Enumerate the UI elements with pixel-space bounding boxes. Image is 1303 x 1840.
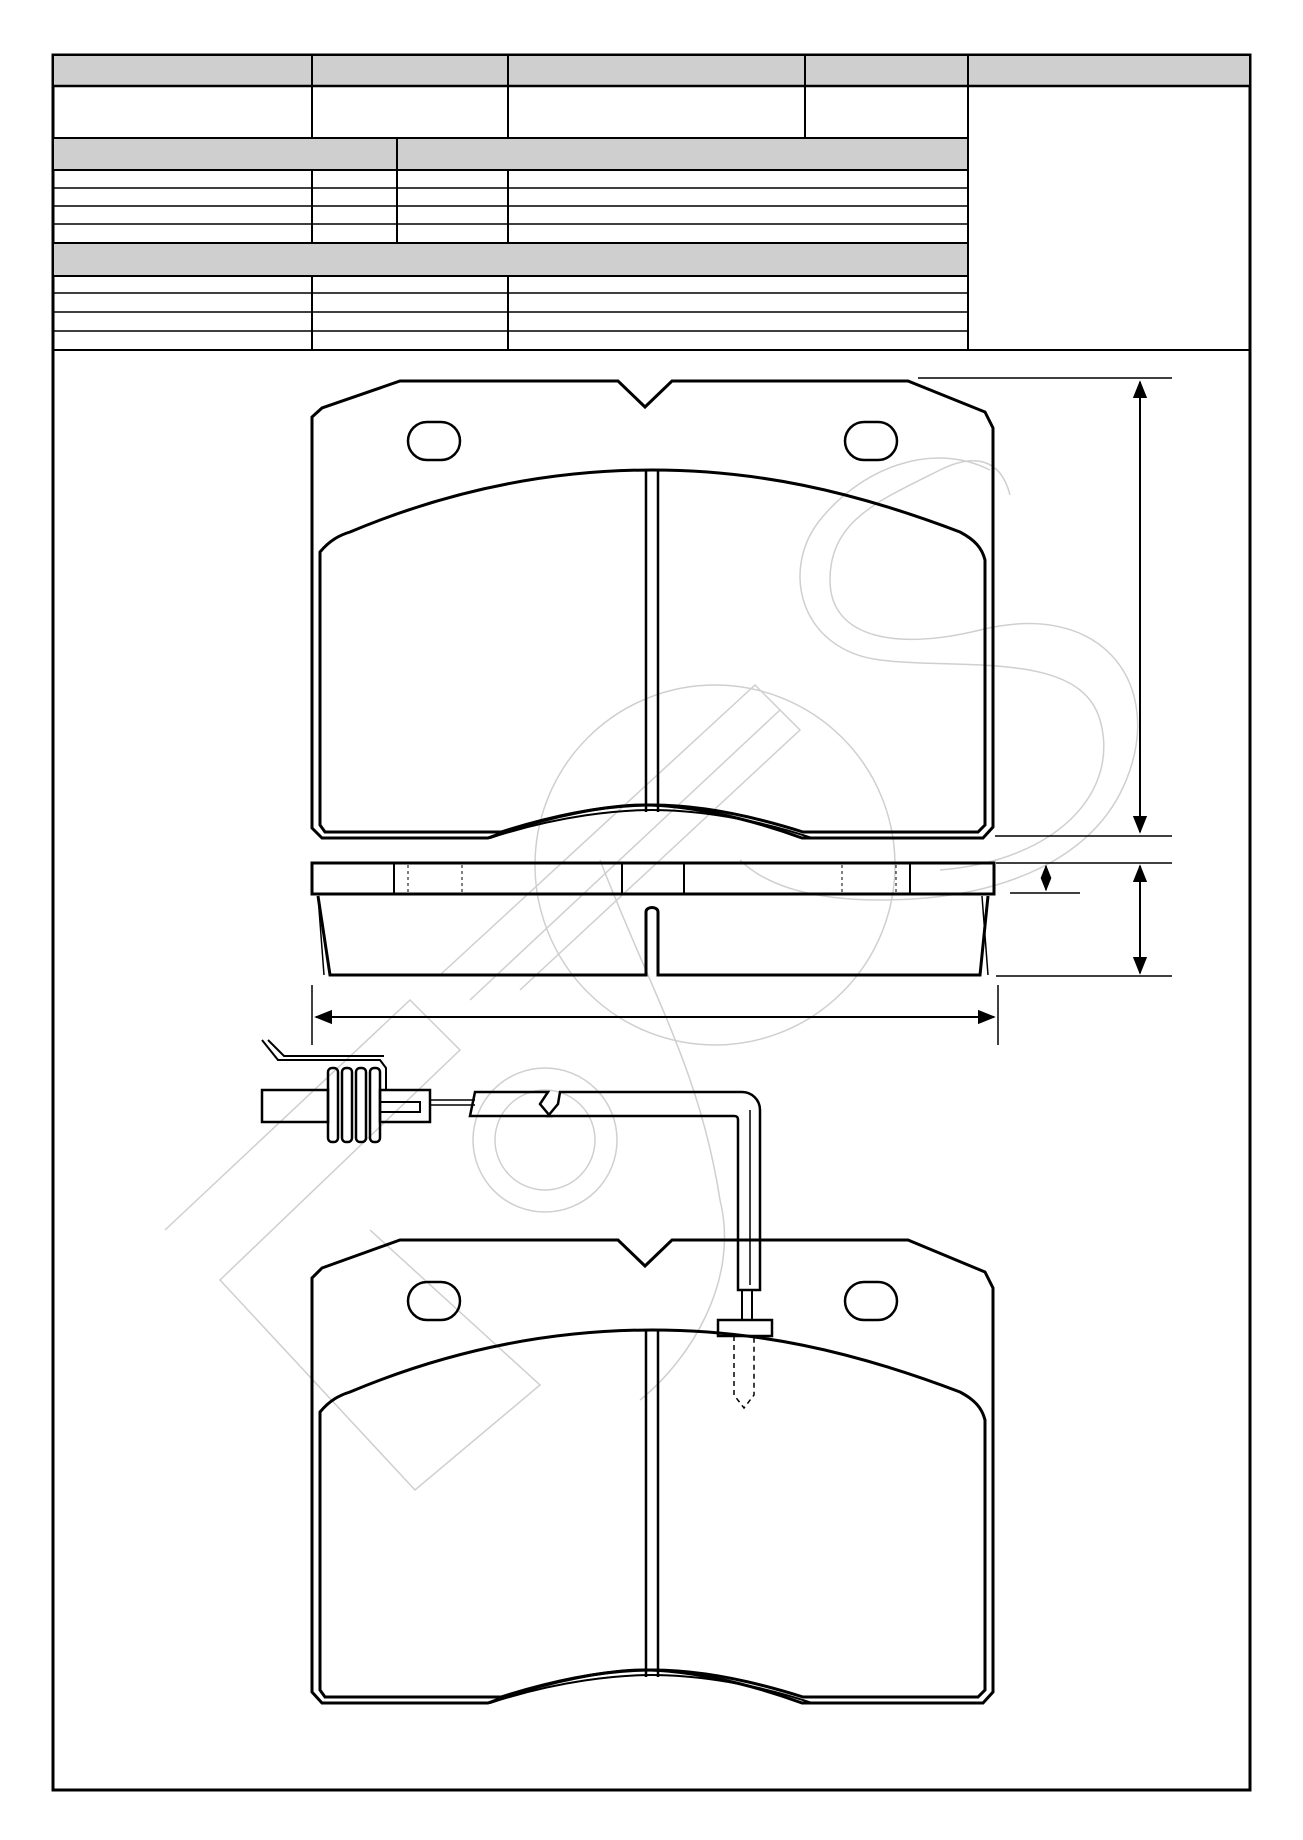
watermark-s-outer — [739, 460, 1139, 901]
spec-section-b-header — [54, 244, 967, 275]
pad-with-sensor-view — [310, 1238, 995, 1705]
pad2-friction-material-outline — [318, 1328, 987, 1699]
watermark-logo — [164, 457, 1139, 1492]
watermark-chevron-upper — [439, 683, 802, 1001]
watermark-ring-small — [472, 1067, 618, 1213]
pad-backing-plate-outline — [310, 379, 995, 840]
sensor-probe-hidden — [733, 1336, 755, 1410]
pad-side-friction-block — [316, 895, 990, 977]
sensor-connector-body — [260, 1088, 330, 1124]
watermark-ring-large — [534, 684, 896, 1046]
pad2-mounting-hole-right — [843, 1280, 899, 1322]
dimension-height — [918, 377, 1172, 837]
watermark-sweep — [599, 859, 726, 1401]
pad-mounting-hole-left — [406, 420, 462, 462]
pad2-mounting-hole-left — [406, 1280, 462, 1322]
watermark-chevron-lower — [164, 998, 542, 1492]
pad-side-backing-plate — [310, 861, 996, 896]
dimension-thickness — [996, 862, 1172, 977]
watermark-s-inner — [799, 457, 1105, 871]
watermark-ring-inner — [494, 1089, 596, 1191]
spec-table — [53, 55, 1250, 351]
spec-section-a-header — [54, 139, 967, 170]
sensor-plug — [378, 1088, 432, 1124]
sensor-cable-left-segment — [468, 1090, 553, 1118]
sensor-cable-main — [545, 1090, 762, 1292]
pad-friction-material-outline — [318, 468, 987, 834]
pad-side-view — [310, 861, 996, 977]
pad-mounting-hole-right — [843, 420, 899, 462]
pad2-backing-plate-outline — [310, 1238, 995, 1705]
dimension-width — [311, 985, 999, 1045]
spec-table-header-row — [54, 56, 1249, 86]
pad-front-view — [310, 379, 995, 840]
sheet-border — [51, 53, 1252, 1792]
wear-sensor-wire — [260, 1039, 774, 1410]
